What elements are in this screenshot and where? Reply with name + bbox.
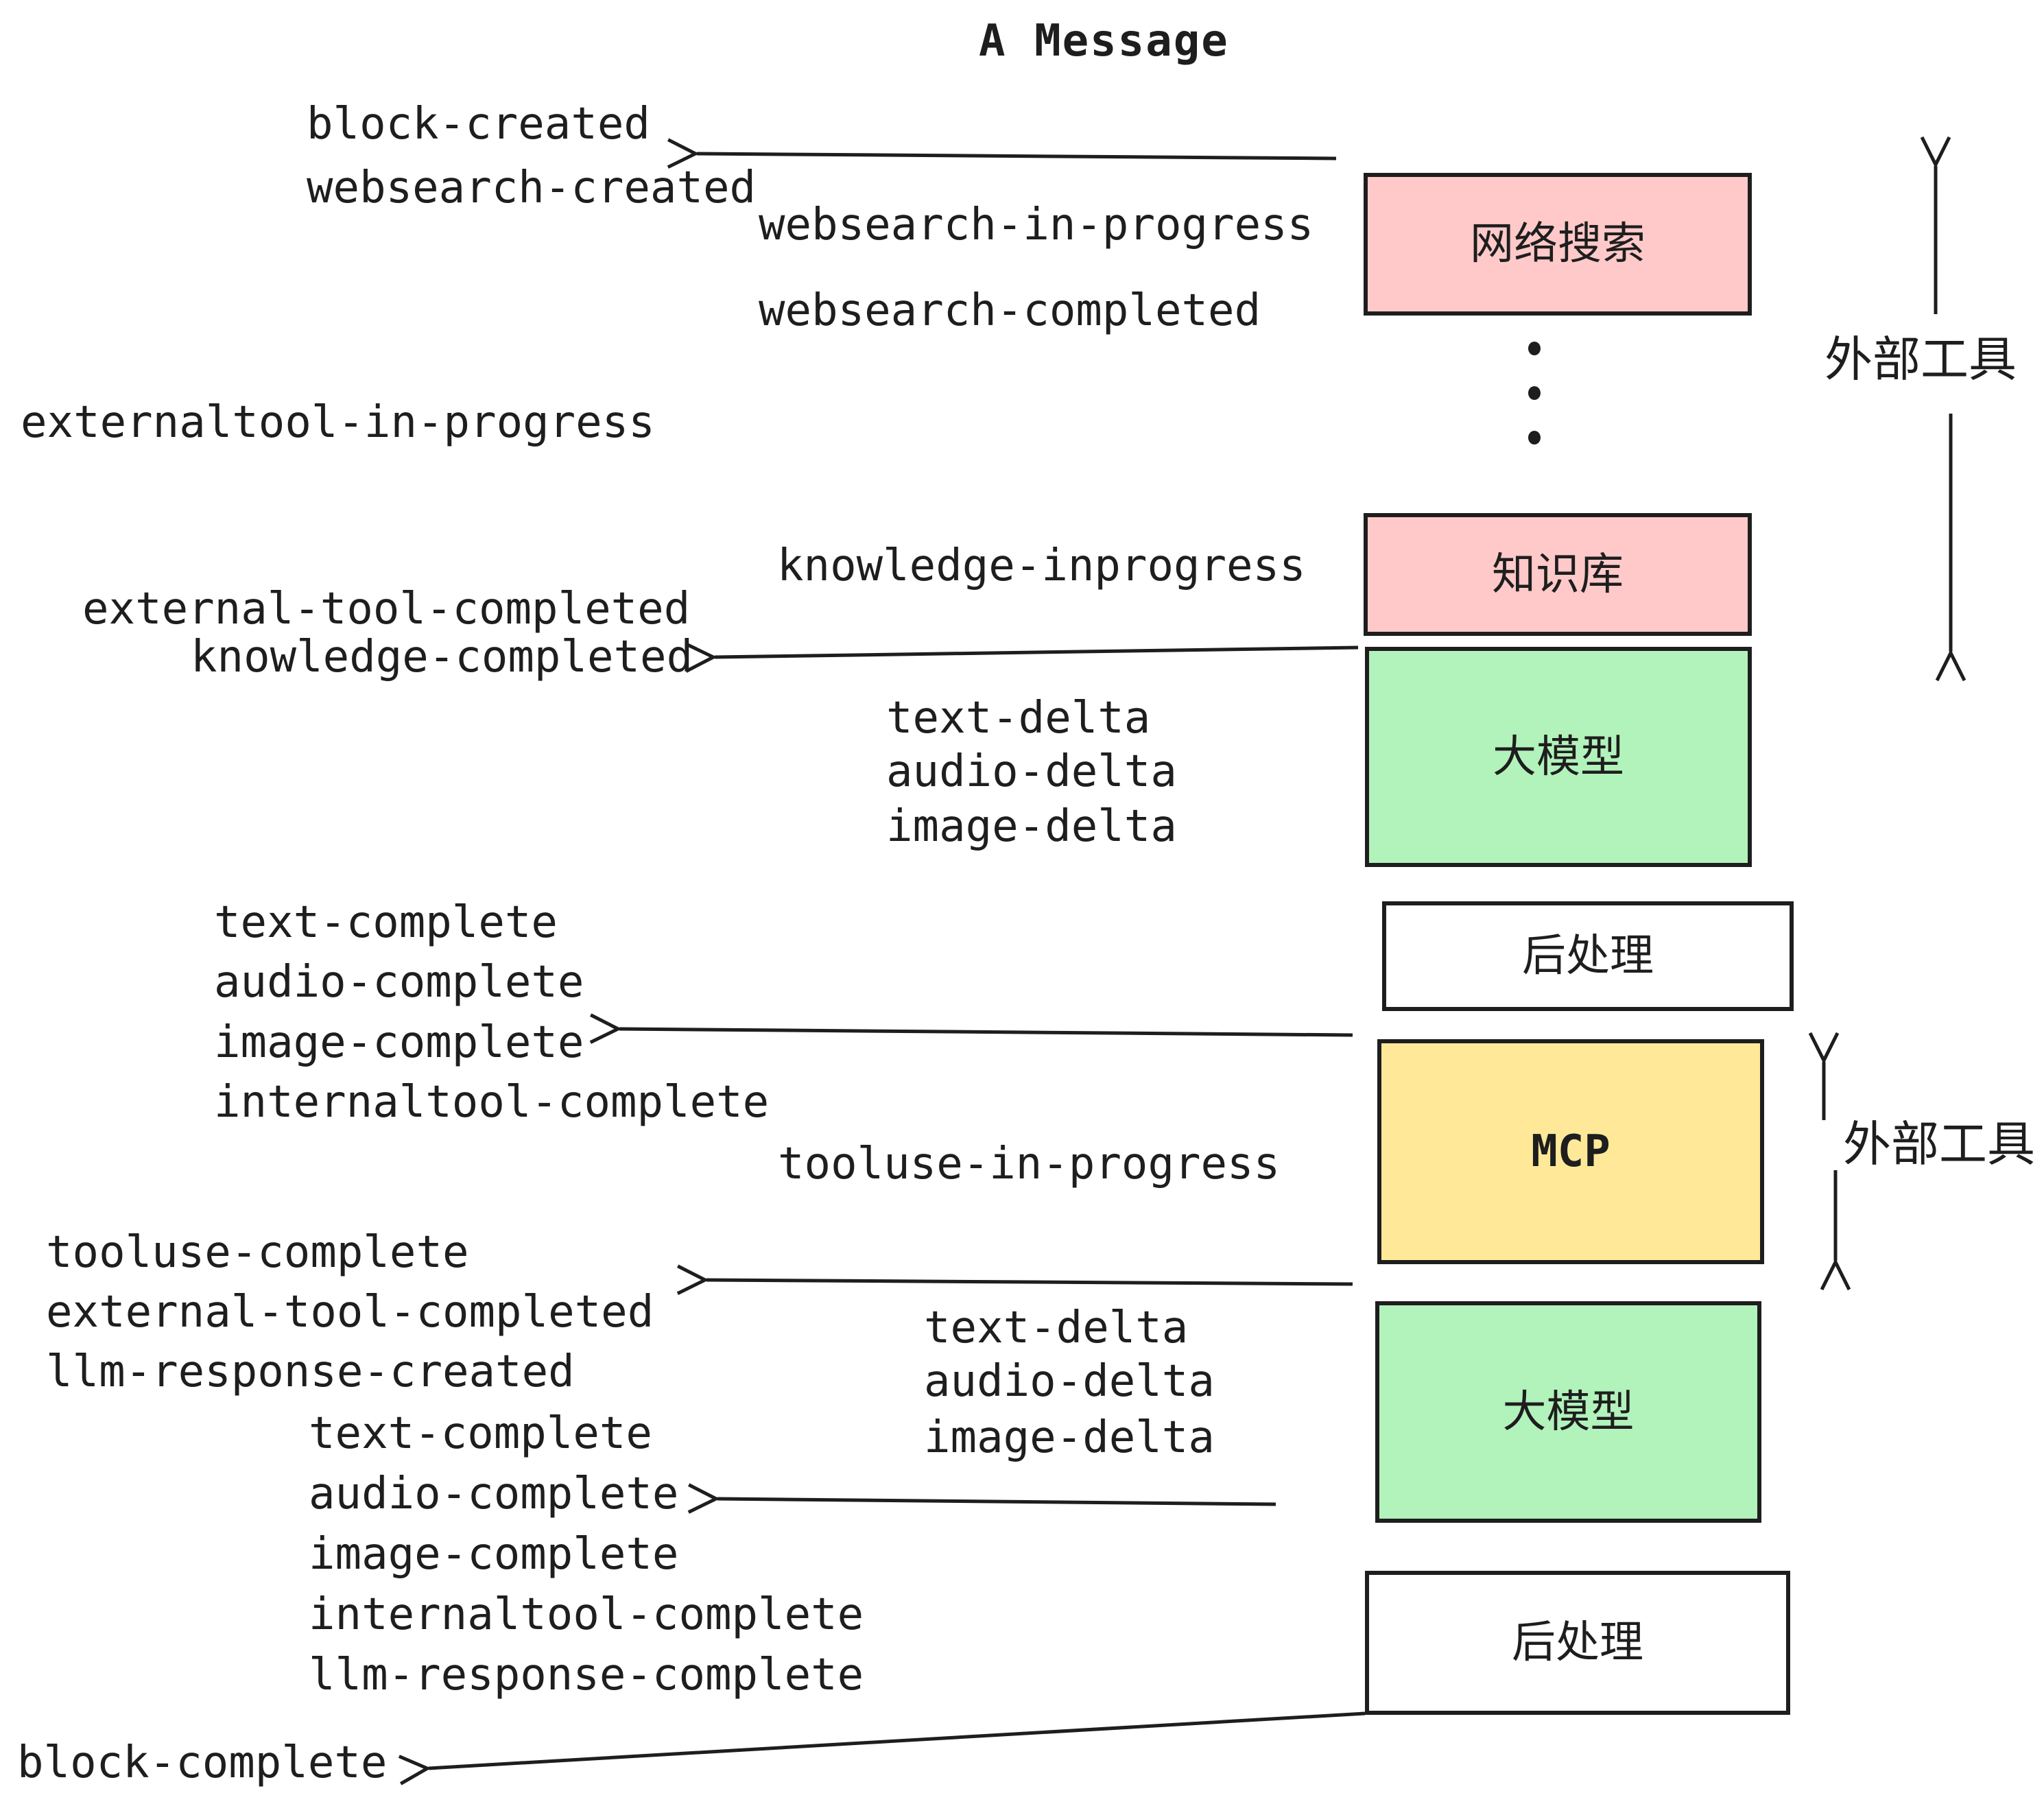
dot: [1528, 342, 1541, 355]
ellipsis-dots: [1527, 342, 1542, 444]
node-websearch: 网络搜索: [1364, 173, 1752, 316]
arrow-audio-complete: [687, 1483, 1276, 1514]
event-tooluse-complete: tooluse-complete: [46, 1227, 469, 1278]
event-image-delta-2: image-delta: [924, 1412, 1215, 1463]
node-postprocess-2: 后处理: [1365, 1571, 1790, 1715]
node-mcp: MCP: [1377, 1039, 1764, 1264]
event-knowledge-completed: knowledge-completed: [191, 632, 693, 683]
event-websearch-created: websearch-created: [307, 163, 757, 213]
event-image-complete-2: image-complete: [309, 1529, 679, 1580]
event-internaltool-complete-2: internaltool-complete: [309, 1589, 864, 1640]
external-tools-label-mid: 外部工具: [1843, 1116, 2035, 1172]
dot: [1528, 386, 1541, 400]
arrow-image-complete: [589, 1013, 1353, 1044]
event-audio-complete-2: audio-complete: [309, 1469, 679, 1519]
event-externaltool-in-progress: externaltool-in-progress: [21, 397, 655, 448]
arrow-block-created: [667, 138, 1337, 169]
event-internaltool-complete: internaltool-complete: [214, 1077, 770, 1128]
event-text-complete: text-complete: [214, 897, 558, 948]
arrow-block-complete: [398, 1711, 1366, 1785]
node-llm: 大模型: [1365, 647, 1752, 867]
event-external-tool-completed: external-tool-completed: [82, 584, 691, 634]
event-audio-delta: audio-delta: [886, 746, 1177, 797]
event-image-complete: image-complete: [214, 1017, 584, 1068]
event-image-delta: image-delta: [886, 801, 1177, 852]
event-llm-response-complete: llm-response-complete: [309, 1650, 864, 1700]
event-block-complete: block-complete: [17, 1737, 388, 1788]
event-audio-complete: audio-complete: [214, 957, 584, 1008]
diagram-title: A Message: [979, 16, 1229, 67]
event-block-created: block-created: [307, 99, 650, 150]
event-llm-response-created: llm-response-created: [46, 1346, 575, 1397]
event-knowledge-inprogress: knowledge-inprogress: [777, 541, 1306, 591]
dot: [1528, 431, 1541, 444]
external-tools-label-top: 外部工具: [1825, 331, 2017, 388]
event-text-complete-2: text-complete: [309, 1408, 652, 1459]
node-llm-2: 大模型: [1375, 1301, 1761, 1523]
node-postprocess: 后处理: [1382, 901, 1794, 1011]
event-websearch-in-progress: websearch-in-progress: [759, 200, 1314, 250]
arrow-tooluse-complete: [676, 1264, 1353, 1295]
arrow-knowledge-completed: [685, 642, 1359, 673]
event-audio-delta-2: audio-delta: [924, 1356, 1215, 1407]
event-websearch-completed: websearch-completed: [759, 285, 1261, 336]
node-knowledge: 知识库: [1364, 513, 1752, 636]
event-text-delta: text-delta: [886, 693, 1151, 744]
event-text-delta-2: text-delta: [924, 1303, 1189, 1353]
event-tooluse-in-progress: tooluse-in-progress: [778, 1139, 1281, 1189]
event-external-tool-completed-2: external-tool-completed: [46, 1287, 654, 1338]
